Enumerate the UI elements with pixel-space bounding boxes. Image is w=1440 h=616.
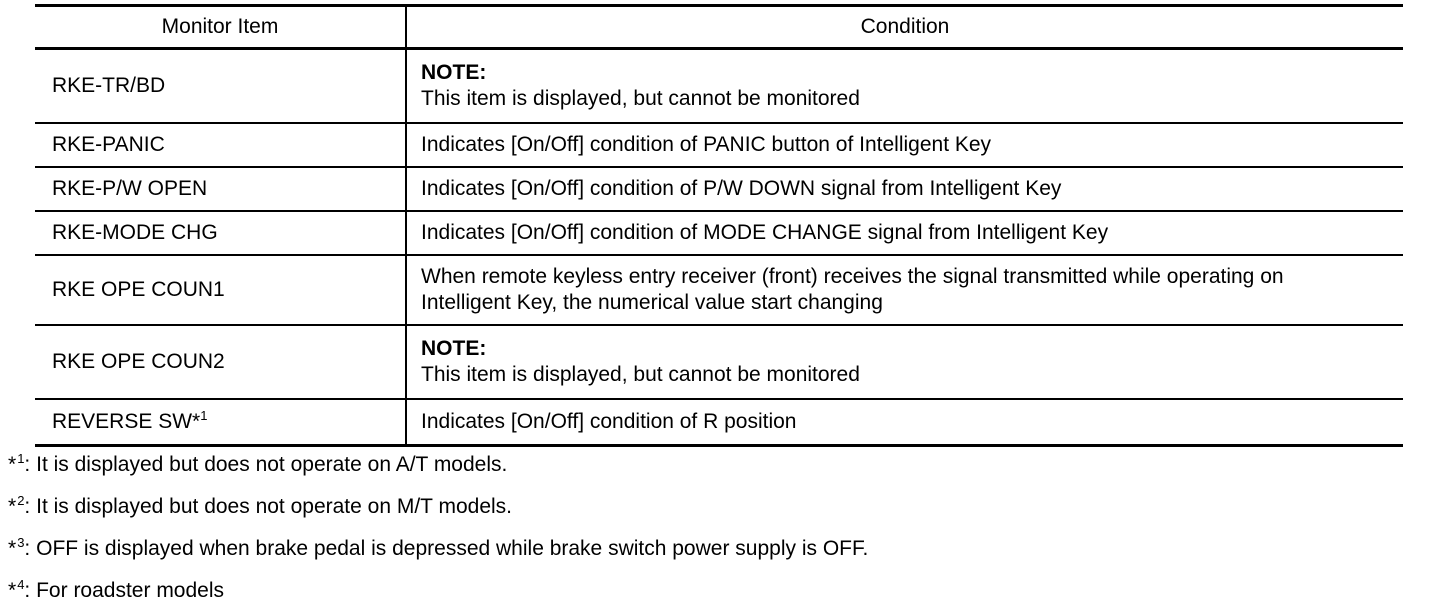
condition-text: Indicates [On/Off] condition of MODE CHA… bbox=[421, 221, 1109, 244]
monitor-item-cell: RKE-PANIC bbox=[35, 124, 407, 166]
header-label-condition: Condition bbox=[860, 15, 950, 38]
monitor-item-label: RKE-PANIC bbox=[52, 133, 165, 156]
monitor-item-cell: RKE OPE COUN1 bbox=[35, 256, 407, 324]
monitor-item-cell: RKE OPE COUN2 bbox=[35, 326, 407, 398]
monitor-item-table: Monitor Item Condition RKE-TR/BD NOTE: T… bbox=[35, 4, 1403, 447]
footnotes-section: *1: It is displayed but does not operate… bbox=[8, 452, 868, 616]
footnote-text: For roadster models bbox=[36, 579, 225, 602]
footnote-reference-superscript: 1 bbox=[200, 408, 208, 423]
condition-cell: Indicates [On/Off] condition of PANIC bu… bbox=[407, 124, 1403, 166]
condition-cell: Indicates [On/Off] condition of P/W DOWN… bbox=[407, 168, 1403, 210]
footnote-number: 1 bbox=[17, 451, 25, 466]
monitor-item-label: RKE-TR/BD bbox=[52, 74, 166, 97]
monitor-item-cell: RKE-TR/BD bbox=[35, 50, 407, 122]
table-row: RKE-PANIC Indicates [On/Off] condition o… bbox=[35, 124, 1403, 168]
footnote-colon: : bbox=[24, 495, 31, 518]
condition-cell: Indicates [On/Off] condition of R positi… bbox=[407, 400, 1403, 444]
footnote: *1: It is displayed but does not operate… bbox=[8, 452, 868, 478]
footnote-text: It is displayed but does not operate on … bbox=[36, 453, 508, 476]
footnote-star: * bbox=[8, 537, 18, 560]
monitor-item-cell: REVERSE SW*1 bbox=[35, 400, 407, 444]
table-row: RKE-TR/BD NOTE: This item is displayed, … bbox=[35, 50, 1403, 124]
condition-text: This item is displayed, but cannot be mo… bbox=[421, 363, 860, 386]
table-row: RKE-P/W OPEN Indicates [On/Off] conditio… bbox=[35, 168, 1403, 212]
condition-cell: NOTE: This item is displayed, but cannot… bbox=[407, 50, 1403, 122]
monitor-item-cell: RKE-P/W OPEN bbox=[35, 168, 407, 210]
footnote-text: OFF is displayed when brake pedal is dep… bbox=[36, 537, 869, 560]
condition-cell: When remote keyless entry receiver (fron… bbox=[407, 256, 1403, 324]
footnote-star: * bbox=[8, 453, 18, 476]
monitor-item-label: RKE-MODE CHG bbox=[52, 221, 218, 244]
table-row: RKE-MODE CHG Indicates [On/Off] conditio… bbox=[35, 212, 1403, 256]
monitor-item-text: REVERSE SW* bbox=[52, 410, 201, 433]
monitor-item-label: REVERSE SW*1 bbox=[52, 409, 393, 435]
table-row: REVERSE SW*1 Indicates [On/Off] conditio… bbox=[35, 400, 1403, 444]
footnote-number: 2 bbox=[17, 493, 25, 508]
footnote-star: * bbox=[8, 579, 18, 602]
condition-cell: Indicates [On/Off] condition of MODE CHA… bbox=[407, 212, 1403, 254]
footnote: *4: For roadster models bbox=[8, 578, 868, 604]
footnote: *2: It is displayed but does not operate… bbox=[8, 494, 868, 520]
monitor-item-label: RKE OPE COUN2 bbox=[52, 350, 225, 373]
table-row: RKE OPE COUN2 NOTE: This item is display… bbox=[35, 326, 1403, 400]
table-header-row: Monitor Item Condition bbox=[35, 7, 1403, 50]
footnote-number: 3 bbox=[17, 535, 25, 550]
condition-text: Indicates [On/Off] condition of R positi… bbox=[421, 410, 797, 433]
condition-cell: NOTE: This item is displayed, but cannot… bbox=[407, 326, 1403, 398]
header-cell-monitor-item: Monitor Item bbox=[35, 7, 407, 47]
monitor-item-label: RKE-P/W OPEN bbox=[52, 177, 208, 200]
footnote-star: * bbox=[8, 495, 18, 518]
footnote: *3: OFF is displayed when brake pedal is… bbox=[8, 536, 868, 562]
note-label: NOTE: bbox=[421, 337, 487, 360]
condition-text: This item is displayed, but cannot be mo… bbox=[421, 87, 860, 110]
footnote-number: 4 bbox=[17, 577, 25, 592]
condition-text: Indicates [On/Off] condition of P/W DOWN… bbox=[421, 177, 1062, 200]
header-cell-condition: Condition bbox=[407, 7, 1403, 47]
table-row: RKE OPE COUN1 When remote keyless entry … bbox=[35, 256, 1403, 326]
monitor-item-cell: RKE-MODE CHG bbox=[35, 212, 407, 254]
monitor-item-label: RKE OPE COUN1 bbox=[52, 278, 225, 301]
footnote-colon: : bbox=[24, 579, 31, 602]
condition-text: Indicates [On/Off] condition of PANIC bu… bbox=[421, 133, 992, 156]
footnote-colon: : bbox=[24, 537, 31, 560]
header-label-monitor-item: Monitor Item bbox=[161, 15, 279, 38]
footnote-colon: : bbox=[24, 453, 31, 476]
condition-text: When remote keyless entry receiver (fron… bbox=[421, 265, 1284, 314]
note-label: NOTE: bbox=[421, 61, 487, 84]
footnote-text: It is displayed but does not operate on … bbox=[36, 495, 512, 518]
